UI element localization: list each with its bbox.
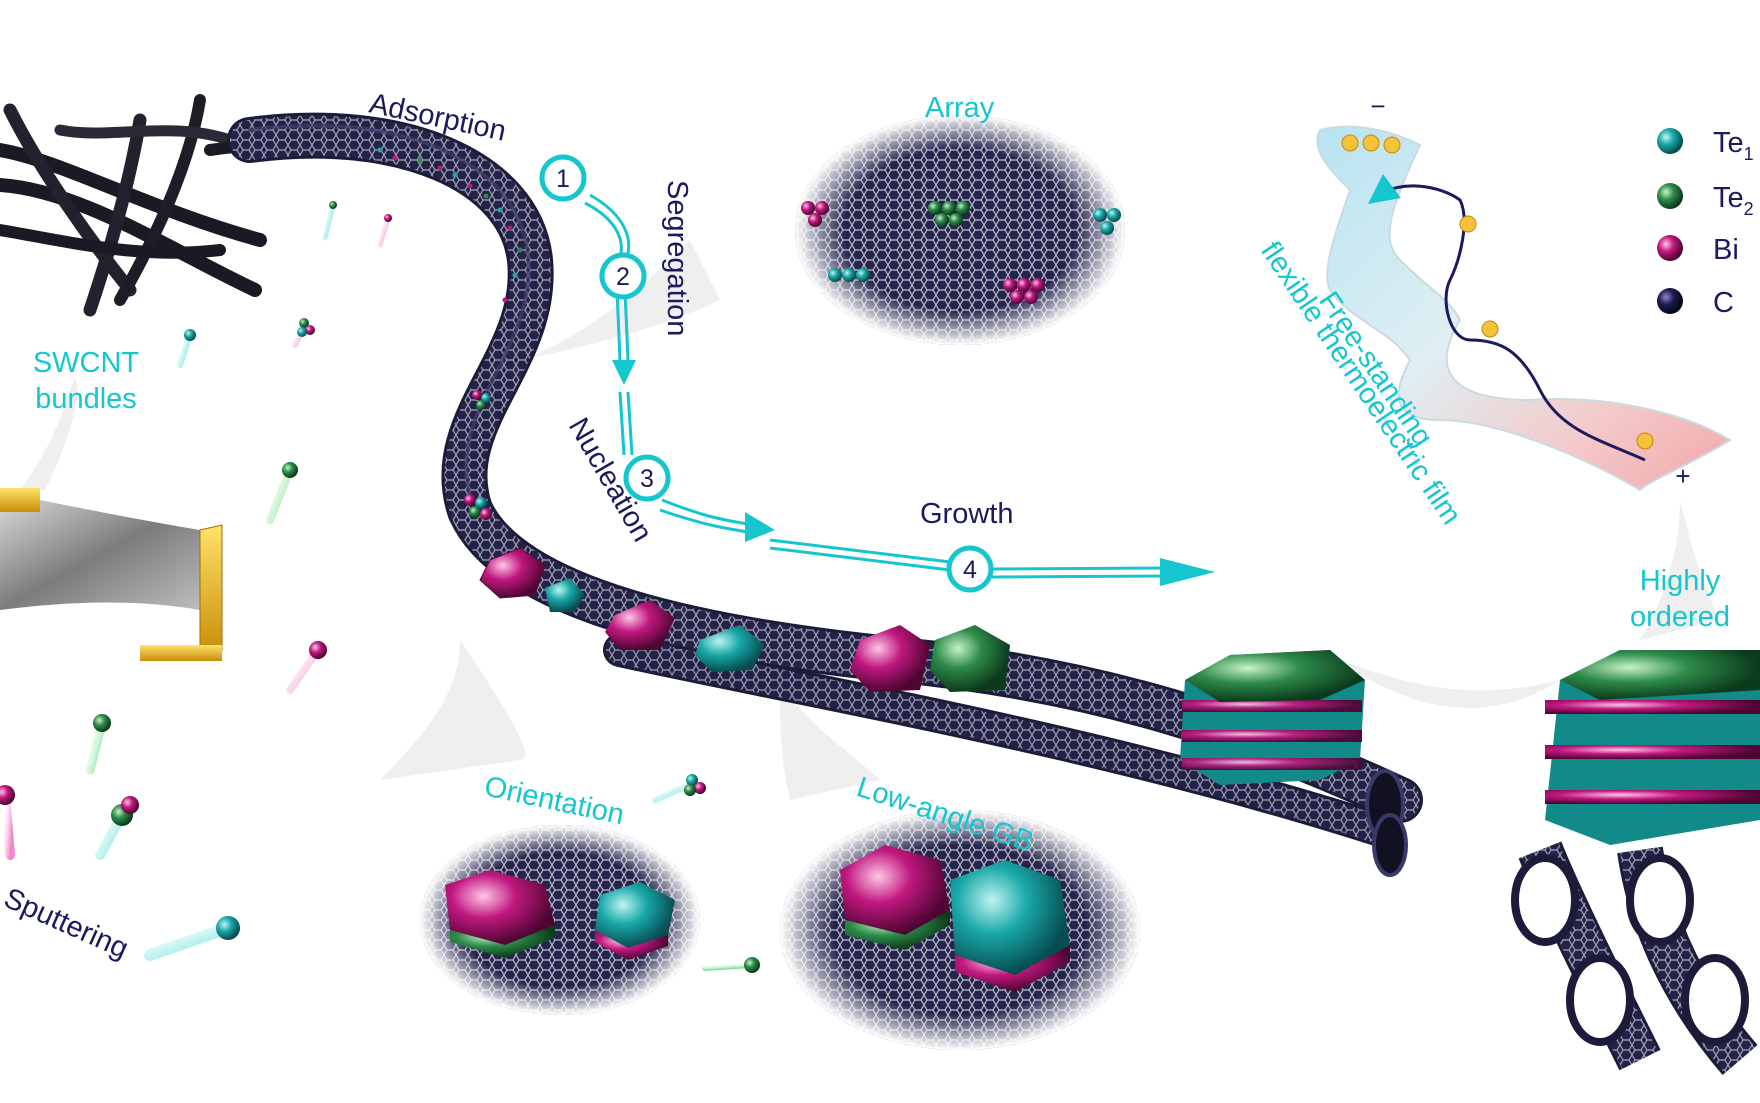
label-ordered: ordered — [1630, 601, 1730, 633]
step-3-number: 3 — [640, 465, 654, 493]
arrow-head-4 — [1160, 558, 1215, 586]
label-highly: Highly — [1640, 565, 1721, 597]
arrow-head-3 — [745, 512, 775, 542]
low-angle-gb-inset — [780, 810, 1140, 1050]
step-2-circle — [599, 252, 647, 300]
legend-bi-symbol: Bi — [1713, 234, 1739, 266]
step-3-circle — [623, 454, 671, 502]
large-crystal-graphic — [1180, 650, 1365, 785]
label-segregation: Segregation — [661, 180, 693, 336]
step-2-number: 2 — [616, 263, 630, 291]
nanotube-bundle-graphic — [227, 112, 1423, 877]
label-growth: Growth — [920, 498, 1013, 530]
array-inset — [795, 115, 1125, 345]
label-bundles: bundles — [35, 383, 137, 415]
sputtering-target-graphic — [0, 488, 223, 661]
callout-shapes — [20, 240, 1720, 800]
legend-c-icon — [1657, 288, 1683, 314]
legend-te1-sub: 1 — [1744, 144, 1754, 164]
flying-atoms — [0, 201, 760, 973]
orientation-inset — [420, 825, 700, 1015]
legend-te1-icon — [1657, 128, 1683, 154]
legend-c-symbol: C — [1713, 287, 1734, 319]
label-array: Array — [925, 92, 995, 124]
label-sputtering: Sputtering — [0, 882, 133, 965]
label-orientation: Orientation — [482, 771, 627, 832]
ordered-crystal-graphic — [1511, 650, 1760, 1075]
legend-te2-symbol: Te — [1713, 182, 1744, 214]
legend-bi-icon — [1657, 235, 1683, 261]
step-1-number: 1 — [556, 165, 570, 193]
label-swcnt: SWCNT — [33, 347, 140, 379]
legend-te2-icon — [1657, 183, 1683, 209]
step-4-number: 4 — [963, 556, 977, 584]
step-1-circle — [539, 154, 587, 202]
label-plus: + — [1675, 461, 1690, 491]
step-markers: 1 2 3 4 — [539, 154, 994, 593]
nuclei-clusters — [464, 390, 1010, 692]
legend-te1-symbol: Te — [1713, 127, 1744, 159]
arrow-head-2 — [612, 360, 636, 385]
legend: Te1 Te2 Bi C — [1657, 127, 1754, 319]
step-4-circle — [946, 545, 994, 593]
process-path — [584, 193, 1171, 579]
thermoelectric-film — [1316, 125, 1732, 492]
label-minus: − — [1370, 91, 1385, 121]
adsorbed-atoms — [377, 147, 523, 303]
svg-text:Te1: Te1 — [1713, 127, 1754, 164]
legend-te2-sub: 2 — [1744, 199, 1754, 219]
svg-text:Te2: Te2 — [1713, 182, 1754, 219]
